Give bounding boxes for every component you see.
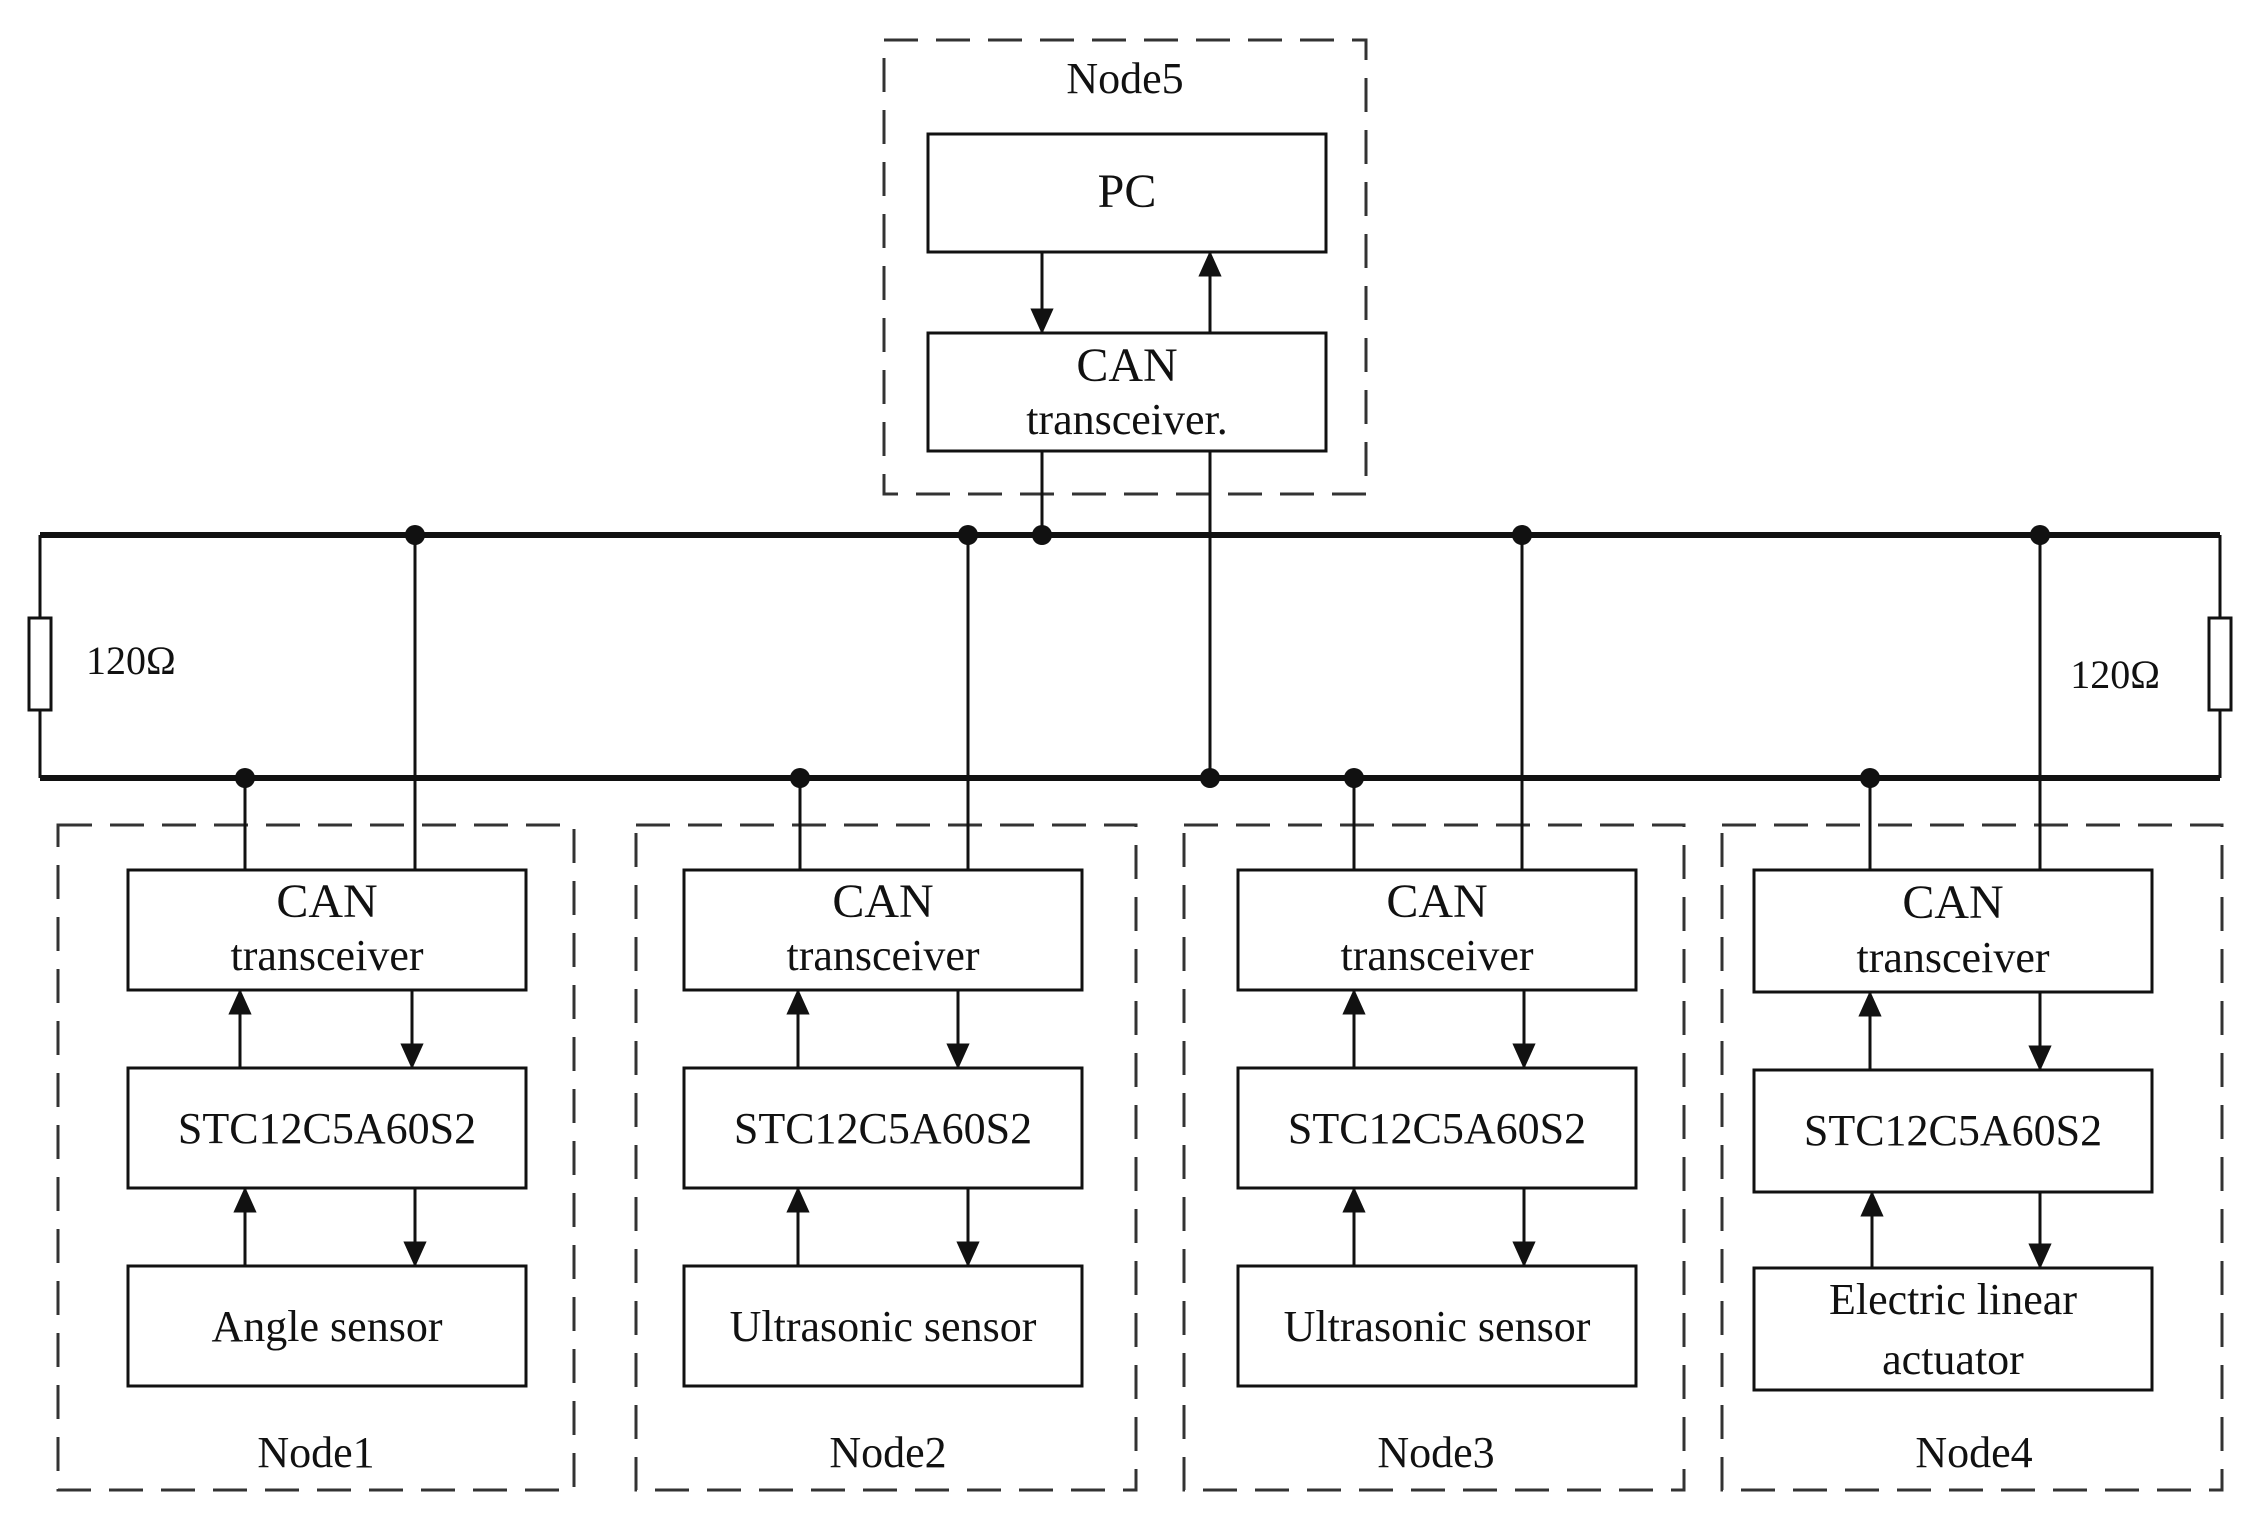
node4-label: Node4 <box>1915 1428 2032 1477</box>
node3-ultrasonic-sensor-label: Ultrasonic sensor <box>1284 1302 1591 1351</box>
node1-mcu-label: STC12C5A60S2 <box>178 1104 476 1153</box>
node1-can-transceiver-line2: transceiver <box>231 931 424 980</box>
node5-can-transceiver-line2: transceiver. <box>1026 395 1228 444</box>
node3-can-transceiver-block <box>1236 868 1638 992</box>
node2-label: Node2 <box>829 1428 946 1477</box>
node2-can-transceiver-line1: CAN <box>832 875 933 928</box>
node3-ultrasonic-sensor-block <box>1236 1264 1638 1388</box>
node4-can-transceiver-block <box>1752 868 2154 994</box>
node5-group: Node5 PC CAN transceiver. <box>882 38 1368 496</box>
right-resistor-label: 120Ω <box>2070 652 2160 697</box>
node5-high-junction <box>1032 525 1052 545</box>
node1-low-junction <box>235 768 255 788</box>
node3-boundary <box>1182 823 1686 1492</box>
node4-electric-linear-actuator-block <box>1752 1266 2154 1392</box>
node4-mcu-label: STC12C5A60S2 <box>1804 1106 2102 1155</box>
node4-can-transceiver-line2: transceiver <box>1857 933 2050 982</box>
node3-group: CAN transceiver STC12C5A60S2 Ultrasonic … <box>1182 525 1686 1492</box>
node1-can-transceiver-block <box>126 868 528 992</box>
node3-mcu-block <box>1236 1066 1638 1190</box>
node3-label: Node3 <box>1377 1428 1494 1477</box>
node4-high-junction <box>2030 525 2050 545</box>
node5-can-transceiver-line1: CAN <box>1076 339 1177 392</box>
node4-actuator-label-line1: Electric linear <box>1829 1275 2077 1324</box>
can-bus: 120Ω 120Ω <box>27 451 2233 788</box>
node2-mcu-block <box>682 1066 1084 1190</box>
node2-mcu-label: STC12C5A60S2 <box>734 1104 1032 1153</box>
node3-high-junction <box>1512 525 1532 545</box>
node1-angle-sensor-block <box>126 1264 528 1388</box>
node4-low-junction <box>1860 768 1880 788</box>
node2-boundary <box>634 823 1138 1492</box>
node1-group: CAN transceiver STC12C5A60S2 Angle senso… <box>56 525 576 1492</box>
node2-low-junction <box>790 768 810 788</box>
node4-group: CAN transceiver STC12C5A60S2 Electric li… <box>1720 525 2224 1492</box>
node1-label: Node1 <box>257 1428 374 1477</box>
pc-block <box>926 132 1328 254</box>
node3-low-junction <box>1344 768 1364 788</box>
node4-can-transceiver-line1: CAN <box>1902 876 2003 929</box>
node5-boundary <box>882 38 1368 496</box>
node1-angle-sensor-label: Angle sensor <box>212 1302 443 1351</box>
node2-can-transceiver-line2: transceiver <box>787 931 980 980</box>
node2-group: CAN transceiver STC12C5A60S2 Ultrasonic … <box>634 525 1138 1492</box>
node4-actuator-label-line2: actuator <box>1882 1335 2024 1384</box>
node5-can-transceiver-block <box>926 331 1328 453</box>
node4-mcu-block <box>1752 1068 2154 1194</box>
node5-label: Node5 <box>1066 54 1183 103</box>
node2-ultrasonic-sensor-label: Ultrasonic sensor <box>730 1302 1037 1351</box>
node1-mcu-block <box>126 1066 528 1190</box>
left-resistor-label: 120Ω <box>86 638 176 683</box>
left-terminating-resistor <box>27 616 53 712</box>
node1-can-transceiver-line1: CAN <box>276 875 377 928</box>
node2-ultrasonic-sensor-block <box>682 1264 1084 1388</box>
node2-can-transceiver-block <box>682 868 1084 992</box>
node2-high-junction <box>958 525 978 545</box>
node3-mcu-label: STC12C5A60S2 <box>1288 1104 1586 1153</box>
node1-boundary <box>56 823 576 1492</box>
node4-boundary <box>1720 823 2224 1492</box>
right-terminating-resistor <box>2207 616 2233 712</box>
node5-low-junction <box>1200 768 1220 788</box>
node1-high-junction <box>405 525 425 545</box>
pc-label: PC <box>1098 165 1157 218</box>
node3-can-transceiver-line1: CAN <box>1386 875 1487 928</box>
node3-can-transceiver-line2: transceiver <box>1341 931 1534 980</box>
